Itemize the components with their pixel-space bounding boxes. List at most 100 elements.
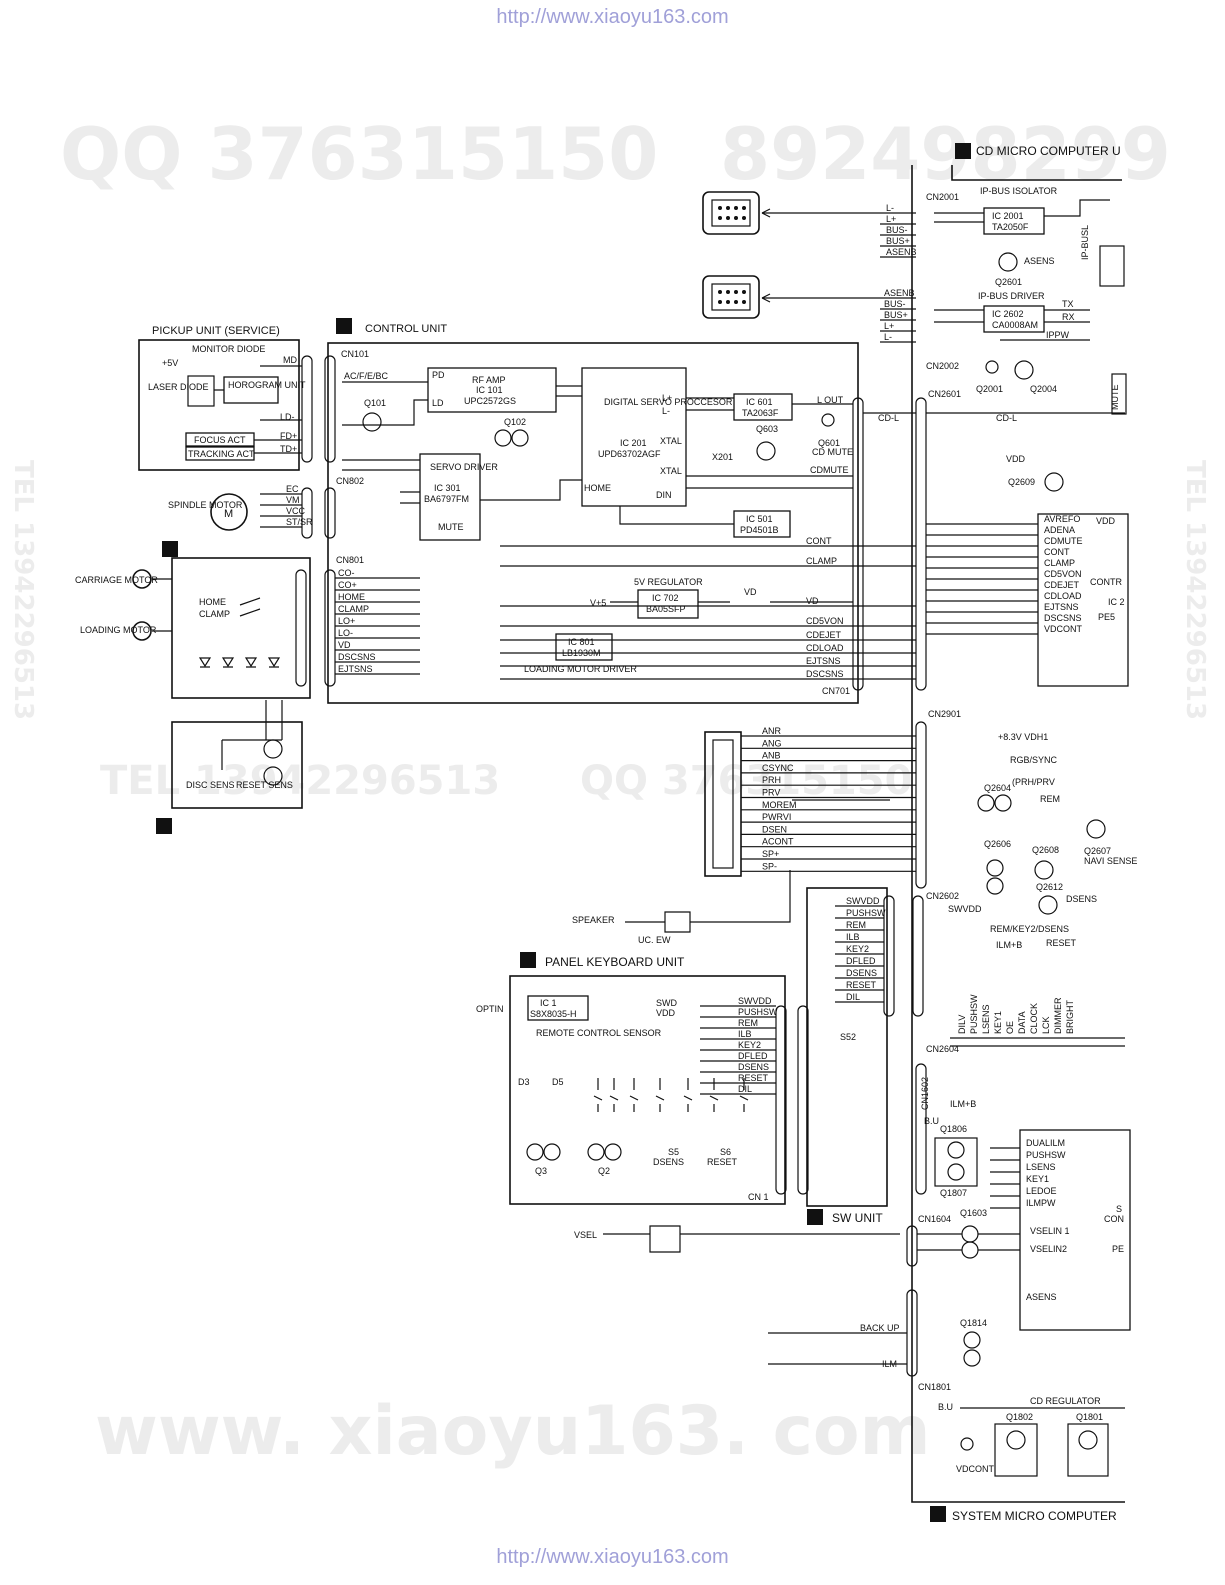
footer-url[interactable]: http://www.xiaoyu163.com [496,1546,729,1568]
ilm-label: ILM [882,1359,897,1369]
panel-key-switch-4[interactable] [683,1078,693,1112]
vd-label-cd: VDD [1006,454,1026,464]
cn802-body [324,487,336,539]
optin-label: OPTIN [476,1004,504,1014]
section-marker-sw [807,1209,823,1225]
cn802-signal-label: ST/SR [286,517,313,527]
sw-signal-label: SWVDD [846,896,880,906]
sens-wires [221,700,283,770]
horogram-label: HOROGRAM UNIT [228,380,306,390]
panel-key-switch-1[interactable] [609,1078,619,1112]
ic2602-ref: IC 2602 [992,309,1024,319]
q1807-label: Q1807 [940,1188,967,1198]
ic601-box [733,393,793,421]
section-title-panel: PANEL KEYBOARD UNIT [545,955,685,969]
ipbus-bus-lines [762,212,880,299]
q603-label: Q603 [756,424,778,434]
cn2901-signal-label: PRH [762,775,781,785]
reset-s6-label: RESET [707,1157,738,1167]
cd-micro-pin-label: EJTSNS [1044,602,1079,612]
header-url[interactable]: http://www.xiaoyu163.com [496,6,729,28]
section-marker-mech [162,541,178,557]
cd-micro-border-top [951,165,1122,181]
laser-diode-symbol [187,375,215,407]
asens-sys-label: ASENS [1026,1292,1057,1302]
x201-label: X201 [712,452,733,462]
panel-key-switch-3[interactable] [655,1078,665,1112]
q2608-symbol [1034,860,1054,880]
cn801-signal-label: HOME [338,592,365,602]
sys-micro-pin-label: KEY1 [1026,1174,1049,1184]
ic702-part: BA05SFP [646,604,686,614]
ic2001-box [983,207,1045,235]
q601-label: Q601 [818,438,840,448]
cn2604-vertical-label: KEY1 [993,1011,1003,1034]
panel-key-switch-5[interactable] [709,1078,719,1112]
q2004-symbol [1014,360,1034,380]
ipbus-b-signal-label: BUS+ [884,310,908,320]
cn802-signal-label: VM [286,495,300,505]
ic601-wires [686,397,853,411]
q2604-a [977,794,995,812]
q1802-box [994,1423,1038,1477]
ic801-box [555,633,613,661]
q1801-symbol [1078,1430,1098,1450]
watermark-tel-side-right: TEL 13942296513 [1180,460,1210,721]
sw-signal-label: PUSHSW [846,908,886,918]
q2609-label: Q2609 [1008,477,1035,487]
cn801-body [324,569,336,687]
cdmute-label-q601: CD MUTE [812,447,853,457]
cn701-signals: CONTCLAMPVDCD5VONCDEJETCDLOADEJTSNSDSCSN… [500,536,916,680]
ic2602-box [983,305,1045,333]
panel-signal-label: PUSHSW [738,1007,778,1017]
cd-micro-pin-label: CDMUTE [1044,536,1083,546]
fd-label: FD+ [280,431,297,441]
watermark-www: www. xiaoyu163. com [95,1392,931,1471]
sys-micro-pin-label: ILMPW [1026,1198,1056,1208]
ipdriver-title: IP-BUS DRIVER [978,291,1045,301]
q1603-a [961,1225,979,1243]
rfamp-inputs [342,381,428,426]
speaker-label: SPEAKER [572,915,615,925]
q3-b [543,1143,561,1161]
reset-sens-label: RESET SENS [236,780,293,790]
ipbus-b-signal-label: L+ [884,321,894,331]
panel-unit-border [509,975,786,1205]
sw-signal-label: DFLED [846,956,876,966]
vdcont-test-point [960,1437,974,1451]
vdh-label: +8.3V VDH1 [998,732,1048,742]
ic201-part: UPD63702AGF [598,449,661,459]
s5-label: S5 [668,1147,679,1157]
prh-prv-label: (PRH/PRV [1012,777,1055,787]
cn2901-signal-label: PRV [762,788,780,798]
cd-micro-pin-label: VDCONT [1044,624,1083,634]
cn701-signal-label: CONT [806,536,832,546]
ic201-xtal1: XTAL [660,436,682,446]
q1801-label: Q1801 [1076,1412,1103,1422]
section-marker-cd-micro [955,143,971,159]
panel-signal-label: REM [738,1018,758,1028]
panel-signal-label: DFLED [738,1051,768,1061]
ld-label: LD- [280,412,295,422]
ipbus-b-signal-label: L- [884,332,892,342]
cn2901-signal-label: PWRVI [762,812,791,822]
connector-cn1801: CN1801 [918,1382,951,1392]
cd-micro-pin-label: DSCSNS [1044,613,1082,623]
cn701-signal-label: CDEJET [806,630,842,640]
ic301-ref: IC 301 [434,483,461,493]
panel-key-switch-2[interactable] [629,1078,639,1112]
reset-sens-q2 [263,766,283,786]
ipbus-b-signal-label: ASENB [884,288,915,298]
cd-micro-pin-label: ADENA [1044,525,1075,535]
ipbus-a-signal-label: L- [886,203,894,213]
panel-key-switch-0[interactable] [593,1078,603,1112]
ipbus-a-signal-label: BUS- [886,225,908,235]
q1806-label: Q1806 [940,1124,967,1134]
sens-unit-border [171,721,303,809]
vdcont-label: VDCONT [956,1464,995,1474]
cn801-signal-label: DSCSNS [338,652,376,662]
ic301-part: BA6797FM [424,494,469,504]
panel-key-switch-6[interactable] [739,1078,749,1112]
